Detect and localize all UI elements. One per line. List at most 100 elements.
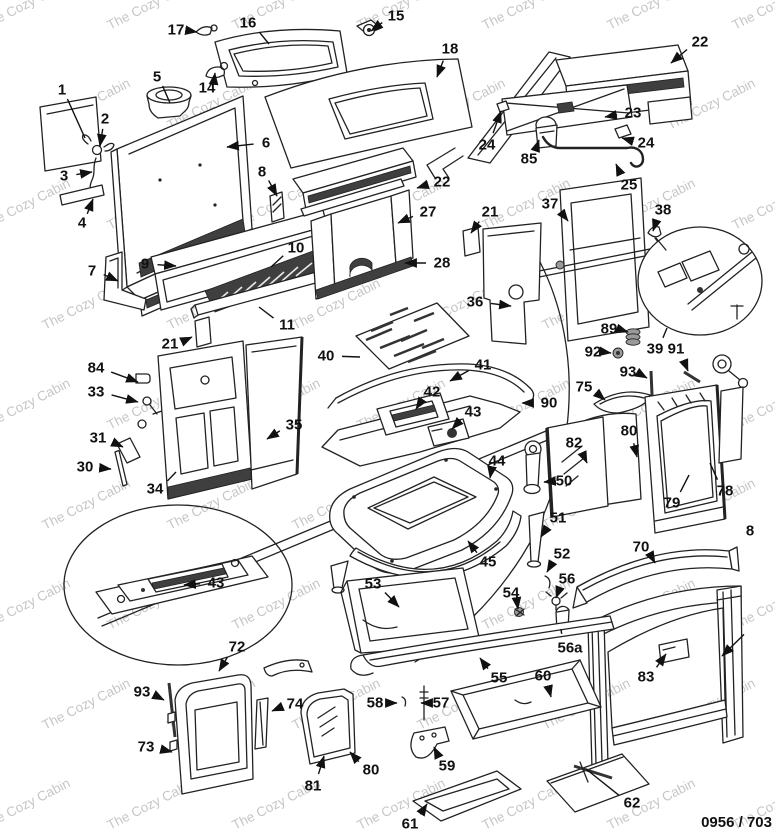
part-label-90: 90 — [541, 395, 558, 412]
part-56a-line — [556, 609, 570, 613]
part-label-10: 10 — [288, 240, 305, 257]
part-label-74: 74 — [287, 696, 304, 713]
leader-line-5 — [161, 85, 171, 104]
rivet-dot — [352, 495, 356, 499]
part-34-hole — [200, 375, 210, 385]
leader-line-39 — [662, 327, 668, 339]
leader-line-21 — [179, 336, 193, 347]
part-label-72: 72 — [229, 639, 246, 656]
leader-line-37 — [556, 208, 569, 222]
rivet-dot — [390, 559, 394, 563]
part-label-22: 22 — [692, 34, 709, 51]
part-22-mid-slot — [307, 165, 412, 204]
part-58-pin — [401, 696, 407, 707]
part-label-43: 43 — [465, 404, 482, 421]
part-92-hole — [616, 351, 620, 355]
part-label-21: 21 — [482, 204, 499, 221]
leader-line-27 — [397, 213, 414, 224]
part-label-39: 39 — [647, 341, 664, 358]
part-label-73: 73 — [138, 739, 155, 756]
watermark-text: The Cozy Cabin — [0, 575, 73, 632]
part-label-21: 21 — [162, 336, 179, 353]
flow-arrow-sketch2 — [442, 155, 464, 179]
part-label-70: 70 — [633, 539, 650, 556]
part-label-81: 81 — [305, 778, 322, 795]
part-53-notch — [362, 619, 398, 630]
leader-line-17 — [184, 25, 198, 36]
part-label-4: 4 — [78, 215, 87, 232]
part-23-slot — [556, 101, 575, 114]
part-79-arch-inner — [660, 405, 714, 509]
part-53-flap — [340, 580, 362, 654]
part-label-80: 80 — [621, 423, 638, 440]
leader-line-15 — [370, 19, 384, 32]
leader-line-56 — [555, 585, 565, 599]
part-80-glass-left-outer — [300, 688, 356, 765]
part-84-clip — [135, 373, 151, 384]
leader-line-40 — [341, 355, 361, 358]
part-label-38: 38 — [655, 202, 672, 219]
leader-line-10 — [270, 255, 284, 268]
part-label-62: 62 — [624, 795, 641, 812]
part-label-93: 93 — [134, 684, 151, 701]
part-label-1: 1 — [58, 82, 66, 99]
part-18-top-plate — [264, 58, 473, 169]
knob-stem — [728, 370, 741, 381]
part-59-hole2 — [431, 732, 437, 738]
part-label-84: 84 — [88, 360, 105, 377]
part-43-detail-circle — [63, 504, 293, 666]
leader-line-24 — [621, 136, 635, 146]
part-label-45: 45 — [480, 554, 497, 571]
part-70-trim-line — [582, 555, 728, 591]
leader-line-21 — [470, 220, 482, 234]
part-label-37: 37 — [542, 196, 559, 213]
part-81-shine — [317, 706, 338, 737]
leader-line-56a — [560, 628, 563, 634]
part-label-8: 8 — [746, 523, 754, 540]
side-trim-strip — [718, 386, 744, 464]
part-73-window — [194, 701, 240, 771]
part-34-window-br — [209, 406, 239, 467]
watermark-text: The Cozy Cabin — [480, 0, 573, 33]
latch-bar1 — [687, 251, 753, 305]
leader-line-61 — [416, 803, 428, 817]
part-78-hatch — [657, 392, 706, 411]
part-24-clip-right — [614, 124, 632, 139]
part-36-side-panel — [482, 222, 542, 345]
knob-head — [712, 354, 732, 374]
part-label-8: 8 — [258, 164, 266, 181]
part-54-bolt-x — [514, 608, 525, 617]
leader-line-78 — [709, 462, 719, 481]
part-72-hinge-bracket — [263, 659, 313, 677]
part-label-27: 27 — [420, 204, 437, 221]
leader-line-73 — [159, 744, 173, 754]
part-2-wingnut-wing2 — [103, 142, 115, 152]
leader-line-38 — [652, 218, 662, 232]
leader-line-80 — [349, 751, 362, 765]
part-60-ash-pan — [450, 659, 602, 740]
rivet-dot — [198, 163, 202, 167]
part-label-7: 7 — [88, 263, 96, 280]
part-44-opening — [367, 476, 477, 530]
part-91-pin — [683, 370, 701, 384]
part-label-33: 33 — [88, 384, 105, 401]
part-label-54: 54 — [503, 585, 520, 602]
part-89-spring3 — [625, 338, 641, 346]
leader-line-7 — [103, 271, 119, 282]
leader-line-11 — [258, 306, 274, 319]
part-label-2: 2 — [101, 111, 109, 128]
leader-line-22 — [416, 179, 430, 190]
leader-line-2 — [97, 128, 107, 147]
leader-line-44 — [487, 465, 497, 479]
part-55-line — [369, 621, 613, 661]
leader-line-41 — [449, 369, 469, 382]
leader-line-9 — [157, 260, 177, 271]
part-62-handle-rod — [573, 764, 613, 780]
part-83-tab-line — [662, 646, 676, 651]
part-label-44: 44 — [489, 453, 506, 470]
part-label-82: 82 — [566, 435, 583, 452]
part-34-window-bl — [175, 412, 209, 475]
part-83-band-line — [612, 708, 727, 737]
